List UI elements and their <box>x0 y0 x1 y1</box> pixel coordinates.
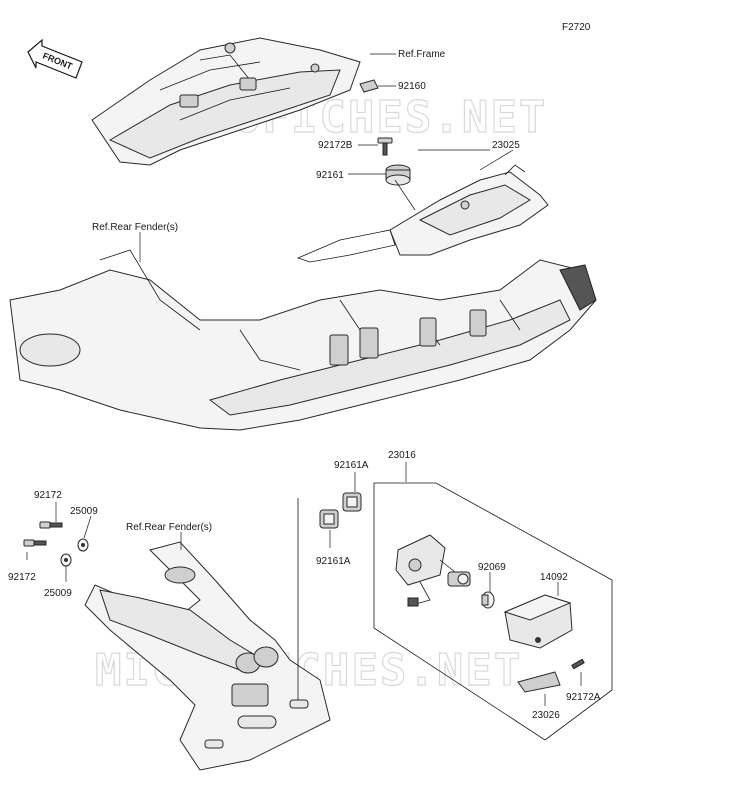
callout-25009-bottom: 25009 <box>44 588 72 599</box>
callout-92069: 92069 <box>478 562 506 573</box>
callout-14092: 14092 <box>540 572 568 583</box>
callout-23025: 23025 <box>492 140 520 151</box>
callout-ref-rear-fender-top: Ref.Rear Fender(s) <box>92 222 178 233</box>
tail-bracket <box>84 541 331 771</box>
lamp-socket-housing <box>395 534 471 607</box>
grommet-92161A-bottom <box>319 509 339 529</box>
grommet-92161A-top <box>342 492 362 512</box>
front-arrow-icon: FRONT <box>27 38 83 79</box>
callout-23026: 23026 <box>532 710 560 721</box>
callout-92172B: 92172B <box>318 140 353 151</box>
callout-ref-rear-fender-bottom: Ref.Rear Fender(s) <box>126 522 212 533</box>
bracket-23025 <box>296 164 549 263</box>
callout-92161A-top: 92161A <box>334 460 369 471</box>
screw-92172A <box>571 658 585 670</box>
callout-92172-top: 92172 <box>34 490 62 501</box>
leader-lines <box>26 53 582 706</box>
callout-25009-top: 25009 <box>70 506 98 517</box>
frame-subframe <box>91 37 361 166</box>
reflector-23026 <box>517 671 561 693</box>
figure-code: F2720 <box>562 22 591 33</box>
callout-92161: 92161 <box>316 170 344 181</box>
callout-23016: 23016 <box>388 450 416 461</box>
screw-92172-bottom <box>23 539 47 547</box>
callout-92160: 92160 <box>398 81 426 92</box>
callout-92172A: 92172A <box>566 692 601 703</box>
callout-92161A-bottom: 92161A <box>316 556 351 567</box>
screw-92172-top <box>39 521 63 529</box>
callout-92172-bottom: 92172 <box>8 572 36 583</box>
washer-25009-bottom <box>60 553 72 567</box>
callout-ref-frame: Ref.Frame <box>398 49 446 60</box>
lens-14092 <box>503 594 573 649</box>
clip-92160 <box>359 79 379 93</box>
rear-fender-top <box>9 249 597 431</box>
assembly-frame-23016 <box>297 482 613 741</box>
bulb-92069 <box>481 591 495 609</box>
grommet-92161 <box>385 164 411 186</box>
screw-92172B <box>377 137 393 156</box>
washer-25009-top <box>77 538 89 552</box>
